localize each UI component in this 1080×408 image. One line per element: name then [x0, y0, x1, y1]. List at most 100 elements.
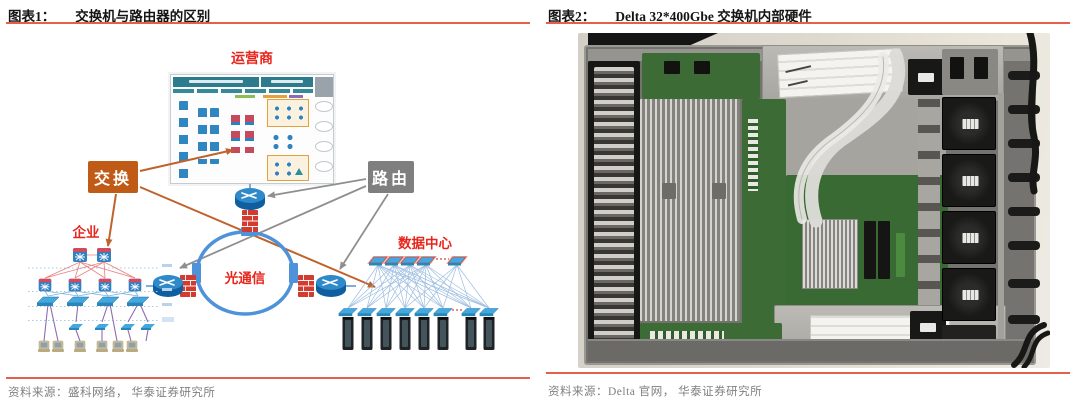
edge-switch-icon: [95, 324, 109, 330]
fan-bracket-rail: [918, 99, 940, 305]
diagram-drawing: [28, 148, 499, 353]
power-cable: [1011, 33, 1050, 368]
router-icon: [234, 187, 266, 211]
rear-handle: [1008, 279, 1040, 288]
server-rack-icon: [361, 317, 373, 350]
firewall-icon: [297, 274, 315, 298]
server-rack-icon: [342, 317, 354, 350]
rear-handle: [1008, 207, 1040, 216]
pc-icon: [51, 340, 65, 353]
leaf-switch-icon: [479, 308, 499, 317]
heatsink-clip: [662, 183, 676, 199]
fan-module: [942, 154, 996, 207]
panel-purple-bar: [289, 95, 303, 98]
memory-module: [878, 221, 890, 279]
leaf-switch-icon: [433, 308, 453, 317]
photo-cable-overlay: [793, 33, 1050, 368]
rear-handle: [1008, 315, 1040, 324]
leaf-switch-icon: [461, 308, 481, 317]
firewall-icon: [241, 209, 259, 233]
enterprise-topology: [28, 247, 174, 353]
carrier-network-panel: [170, 74, 334, 184]
routing-arrows: [179, 178, 389, 270]
routing-tag: 路由: [368, 161, 414, 193]
leaf-switch-icon: [414, 308, 434, 317]
device-icon-column: [198, 108, 207, 164]
leaf-switch-icon: [357, 308, 377, 317]
router-icon: [152, 274, 184, 298]
rear-module: [942, 49, 998, 95]
cloud-icon: [315, 121, 333, 132]
edge-switch-icon: [69, 324, 83, 330]
panel-orange-bar: [263, 95, 287, 98]
access-switch-icon: [66, 296, 90, 307]
figure1-bottom-rule: [6, 377, 530, 379]
edge-switch-icon: [141, 324, 155, 330]
panel-subheader-row: [173, 89, 313, 93]
switch-vs-router-diagram: 运营商 交换 路由 企业 光通信 数据中心: [0, 26, 540, 378]
switching-arrows: [105, 148, 376, 288]
fan-module: [942, 97, 996, 150]
server-rack-icon: [483, 317, 495, 350]
cloud-icon: [315, 161, 333, 172]
figure1-source: 资料来源：盛科网络， 华泰证券研究所: [8, 387, 216, 399]
cpu-heatsink: [802, 219, 858, 289]
figure1-caption-number: 图表1：: [8, 9, 56, 24]
fan-module: [942, 211, 996, 264]
black-bracket: [910, 311, 946, 343]
access-switch-icon: [96, 296, 120, 307]
datacenter-topology: [338, 255, 499, 350]
chip: [664, 61, 680, 74]
core-switch-icon: [96, 247, 112, 263]
daughter-board: [642, 53, 760, 99]
rear-handle: [1008, 139, 1040, 148]
panel-group-box: [267, 99, 309, 127]
figure2-caption: 图表2： Delta 32*400Gbe 交换机内部硬件: [548, 5, 812, 25]
spine-switch-icon: [445, 255, 469, 266]
rear-handle: [1008, 173, 1040, 182]
switching-tag: 交换: [88, 161, 138, 193]
panel-gray-block: [315, 77, 333, 97]
distribution-switch-icon: [128, 278, 142, 292]
rear-handle: [1008, 105, 1040, 114]
switch-internal-photo: [578, 33, 1050, 368]
green-dimm: [896, 233, 905, 277]
enterprise-label: 企业: [72, 225, 100, 240]
pc-icon: [37, 340, 51, 353]
ribbon-cables: [793, 48, 906, 228]
figure1-caption-title: 交换机与路由器的区别: [75, 9, 211, 24]
antenna-icon: [295, 168, 303, 175]
heatsink-clip: [712, 183, 726, 199]
panel-green-bar: [235, 95, 255, 98]
panel-group-box: [267, 155, 309, 181]
server-rack-icon: [418, 317, 430, 350]
board-connectors: [748, 119, 758, 191]
leaf-switch-icon: [338, 308, 358, 317]
datacenter-label: 数据中心: [398, 236, 452, 251]
rear-handle: [1008, 71, 1040, 80]
figure1-top-rule: [6, 22, 530, 24]
router-dot-cluster: [269, 133, 299, 151]
device-icon-column: [210, 108, 219, 164]
access-switch-icon: [126, 296, 150, 307]
figure2-caption-number: 图表2：: [548, 9, 596, 24]
router-icon: [315, 274, 347, 298]
figure1-section: 图表1： 交换机与路由器的区别: [0, 9, 540, 399]
port-cable-bundle: [594, 67, 634, 347]
fan-rail: [998, 93, 1004, 355]
figure2-section: 图表2： Delta 32*400Gbe 交换机内部硬件: [540, 0, 1080, 408]
figure2-caption-title: Delta 32*400Gbe 交换机内部硬件: [615, 9, 812, 24]
figure2-top-rule: [546, 22, 1070, 24]
firewall-icon-column: [245, 115, 254, 153]
device-icon-column: [179, 101, 188, 181]
cloud-icon: [315, 141, 333, 152]
access-switch-icon: [36, 296, 60, 307]
leaf-switch-icon: [376, 308, 396, 317]
main-heatsink: [640, 99, 740, 321]
chassis-bottom-rail: [588, 339, 1032, 361]
pc-icon: [73, 340, 87, 353]
distribution-switch-icon: [68, 278, 82, 292]
distribution-switch-icon: [98, 278, 112, 292]
pc-icon: [125, 340, 139, 353]
